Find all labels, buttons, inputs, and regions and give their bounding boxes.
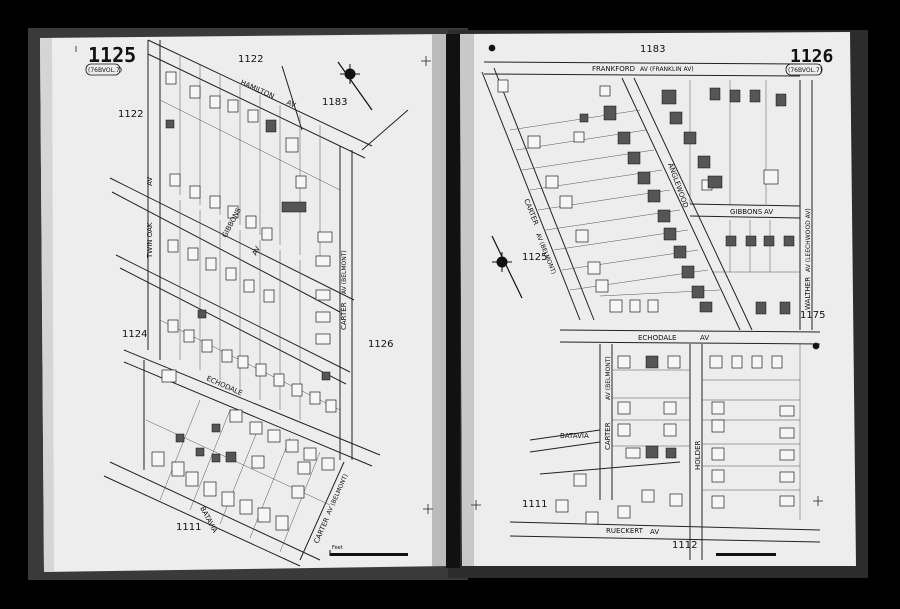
- right-street-rueckert: RUECKERT: [606, 527, 644, 535]
- left-street-hamilton-av: AV: [285, 99, 297, 110]
- left-block-1122: 1122: [118, 109, 143, 120]
- right-block-1175: 1175: [800, 310, 825, 321]
- book-gutter: [446, 34, 460, 568]
- left-volume: (76BVOL.7): [88, 67, 122, 74]
- left-block-1111: 1111: [176, 522, 201, 533]
- left-scale-bar: Feet: [329, 545, 408, 556]
- right-sheet-number: 1126: [790, 46, 833, 67]
- left-north-arrow-icon: [337, 61, 373, 111]
- right-street-frankford-franklin: AV (FRANKLIN AV): [640, 66, 694, 73]
- right-page: 1126 (76BVOL.7) 1183 1125 1175 1111 1112: [460, 32, 856, 566]
- right-street-echodale: ECHODALE: [638, 334, 676, 342]
- left-block-1122-top: 1122: [238, 54, 263, 65]
- right-volume: (76BVOL.7): [788, 67, 822, 74]
- left-page: 1125 (76BVOL.7) 1122 1183 1122 1124 1126…: [40, 34, 448, 572]
- left-block-1124: 1124: [122, 329, 147, 340]
- right-street-frankford: FRANKFORD: [592, 65, 635, 73]
- right-street-rueckert-av: AV: [650, 528, 659, 536]
- right-north-arrow-icon: [491, 235, 523, 299]
- right-street-walther: WALTHER: [804, 277, 812, 310]
- right-block-1125: 1125: [522, 252, 547, 263]
- left-street-twin-oak-av: AV: [146, 177, 154, 186]
- left-street-carter-belmont: AV (BELMONT): [341, 250, 348, 294]
- right-street-walther-leechwood: AV (LEECHWOOD AV): [805, 208, 812, 272]
- left-street-carter: CARTER: [340, 302, 348, 330]
- right-street-holder: HOLDER: [694, 441, 702, 470]
- right-street-batavia: BATAVIA: [560, 432, 589, 440]
- right-street-echodale-av: AV: [700, 334, 709, 342]
- right-scale-bar: [716, 553, 776, 556]
- right-block-1183: 1183: [640, 44, 665, 55]
- left-block-1126: 1126: [368, 339, 393, 350]
- right-block-1111: 1111: [522, 499, 547, 510]
- left-block-1183: 1183: [322, 97, 347, 108]
- right-block-1112: 1112: [672, 540, 697, 551]
- right-street-carter-lower: CARTER: [604, 422, 612, 450]
- right-street-gibbons: GIBBONS: [730, 208, 763, 216]
- left-sheet-number: 1125: [88, 43, 136, 67]
- left-street-gibbons-av: AV: [251, 245, 262, 257]
- right-street-carter-lower-belmont: AV (BELMONT): [605, 356, 612, 400]
- left-scale-caption: Feet: [332, 545, 343, 551]
- left-street-twin-oak: TWIN OAK: [146, 222, 154, 259]
- right-street-gibbons-av: AV: [764, 208, 773, 216]
